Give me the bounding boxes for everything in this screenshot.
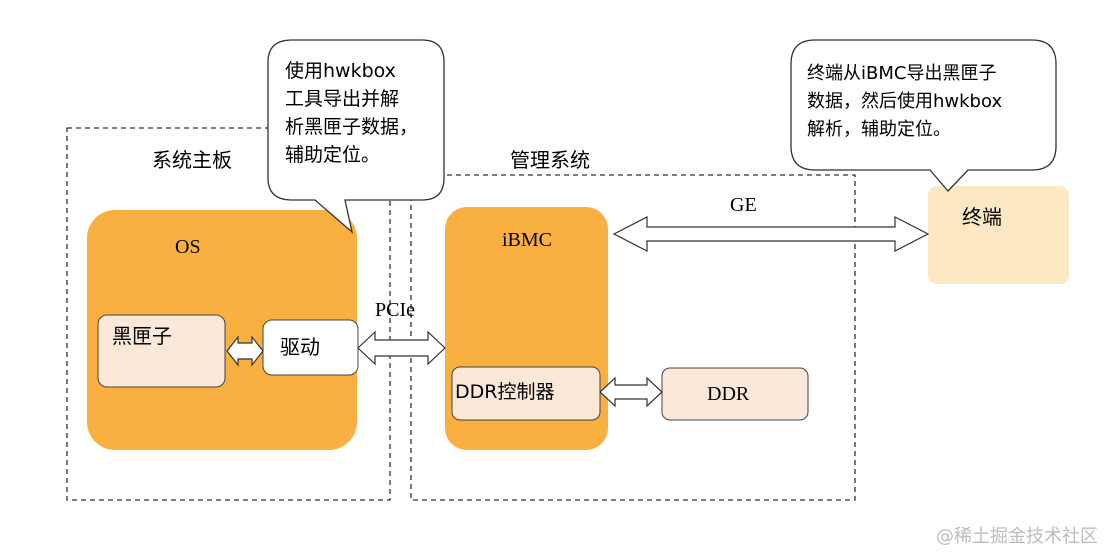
terminal-box	[928, 186, 1069, 284]
left-callout-line: 析黑匣子数据，	[285, 116, 419, 138]
ddr-label: DDR	[707, 383, 750, 405]
ge-label: GE	[730, 194, 757, 216]
right-callout-line: 解析，辅助定位。	[807, 119, 951, 140]
left-callout-text: 使用hwkbox 工具导出并解 析黑匣子数据， 辅助定位。	[285, 57, 418, 169]
blackbox-box	[97, 314, 226, 388]
pcie-label: PCIe	[375, 299, 415, 321]
management-region	[410, 174, 856, 501]
footer-watermark: @稀土掘金技术社区	[936, 526, 1098, 547]
driver-label: 驱动	[280, 335, 320, 359]
left-callout-bubble	[267, 39, 445, 234]
ddr-controller-label: DDR控制器	[455, 381, 555, 403]
blackbox-driver-arrow	[226, 335, 264, 367]
right-callout-line: 数据，然后使用hwkbox	[807, 91, 1003, 112]
os-label: OS	[175, 236, 201, 258]
management-label: 管理系统	[510, 148, 590, 172]
right-callout-bubble	[790, 39, 1057, 192]
left-callout-line: 工具导出并解	[285, 88, 400, 110]
ddr-arrow	[599, 376, 663, 408]
left-callout-line: 使用hwkbox	[285, 60, 396, 82]
ibmc-label: iBMC	[502, 229, 553, 251]
mainboard-label: 系统主板	[152, 148, 232, 172]
ddr-controller-box	[451, 366, 601, 421]
blackbox-label: 黑匣子	[112, 324, 172, 348]
right-callout-line: 终端从iBMC导出黑匣子	[807, 63, 997, 84]
pcie-arrow	[357, 330, 446, 366]
terminal-label: 终端	[962, 205, 1002, 229]
left-callout-line: 辅助定位。	[285, 144, 381, 166]
ge-arrow	[612, 216, 930, 252]
mainboard-region	[66, 127, 391, 501]
right-callout-text: 终端从iBMC导出黑匣子 数据，然后使用hwkbox 解析，辅助定位。	[807, 60, 1002, 144]
ddr-box	[661, 367, 809, 421]
